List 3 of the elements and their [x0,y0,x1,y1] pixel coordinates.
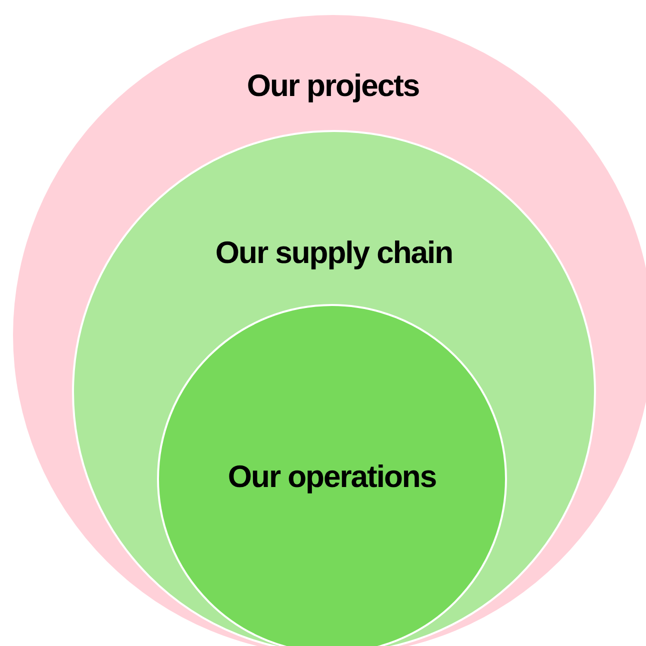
region-label: Our projects [246,68,420,104]
region-label: Our supply chain [215,235,453,271]
region-label: Our operations [228,459,436,495]
